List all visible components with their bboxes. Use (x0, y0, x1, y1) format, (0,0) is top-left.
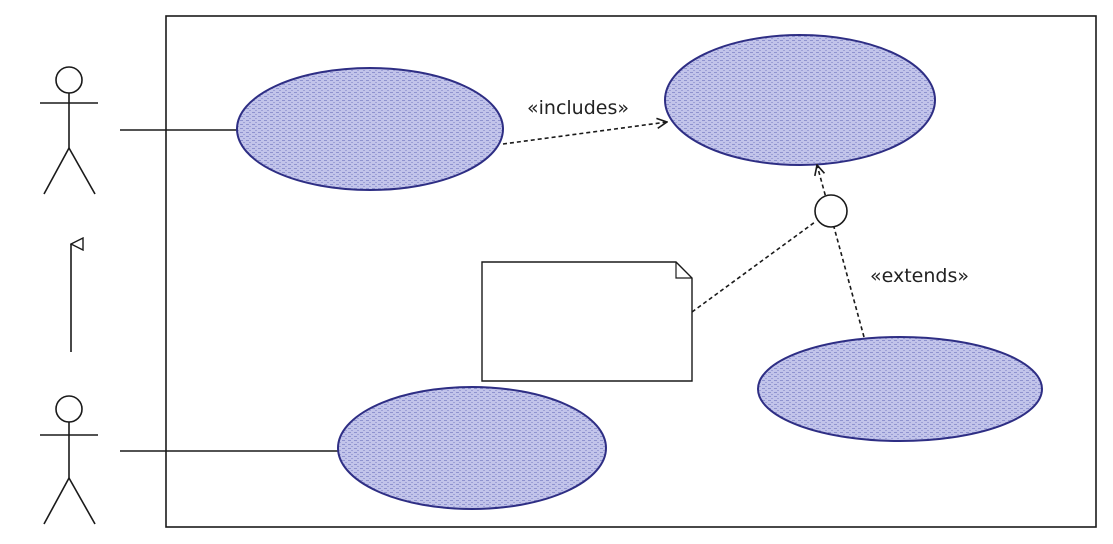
extension-point (814, 194, 848, 228)
note (481, 261, 693, 382)
note-anchor (691, 221, 816, 313)
extends-label: «extends» (870, 265, 969, 287)
actor-top-head (55, 66, 83, 94)
use-case-bottom (337, 386, 607, 510)
system-boundary (165, 15, 1097, 528)
includes-dependency (502, 122, 667, 145)
extends-dependency (817, 165, 865, 338)
note-fold (675, 262, 692, 279)
includes-label: «includes» (527, 97, 629, 119)
actor-top (40, 66, 98, 195)
use-case-top-right (664, 34, 936, 166)
use-case-top-left (236, 67, 504, 191)
actor-bottom-head (55, 395, 83, 423)
use-case-right (757, 336, 1043, 442)
actor-bottom (40, 395, 98, 525)
